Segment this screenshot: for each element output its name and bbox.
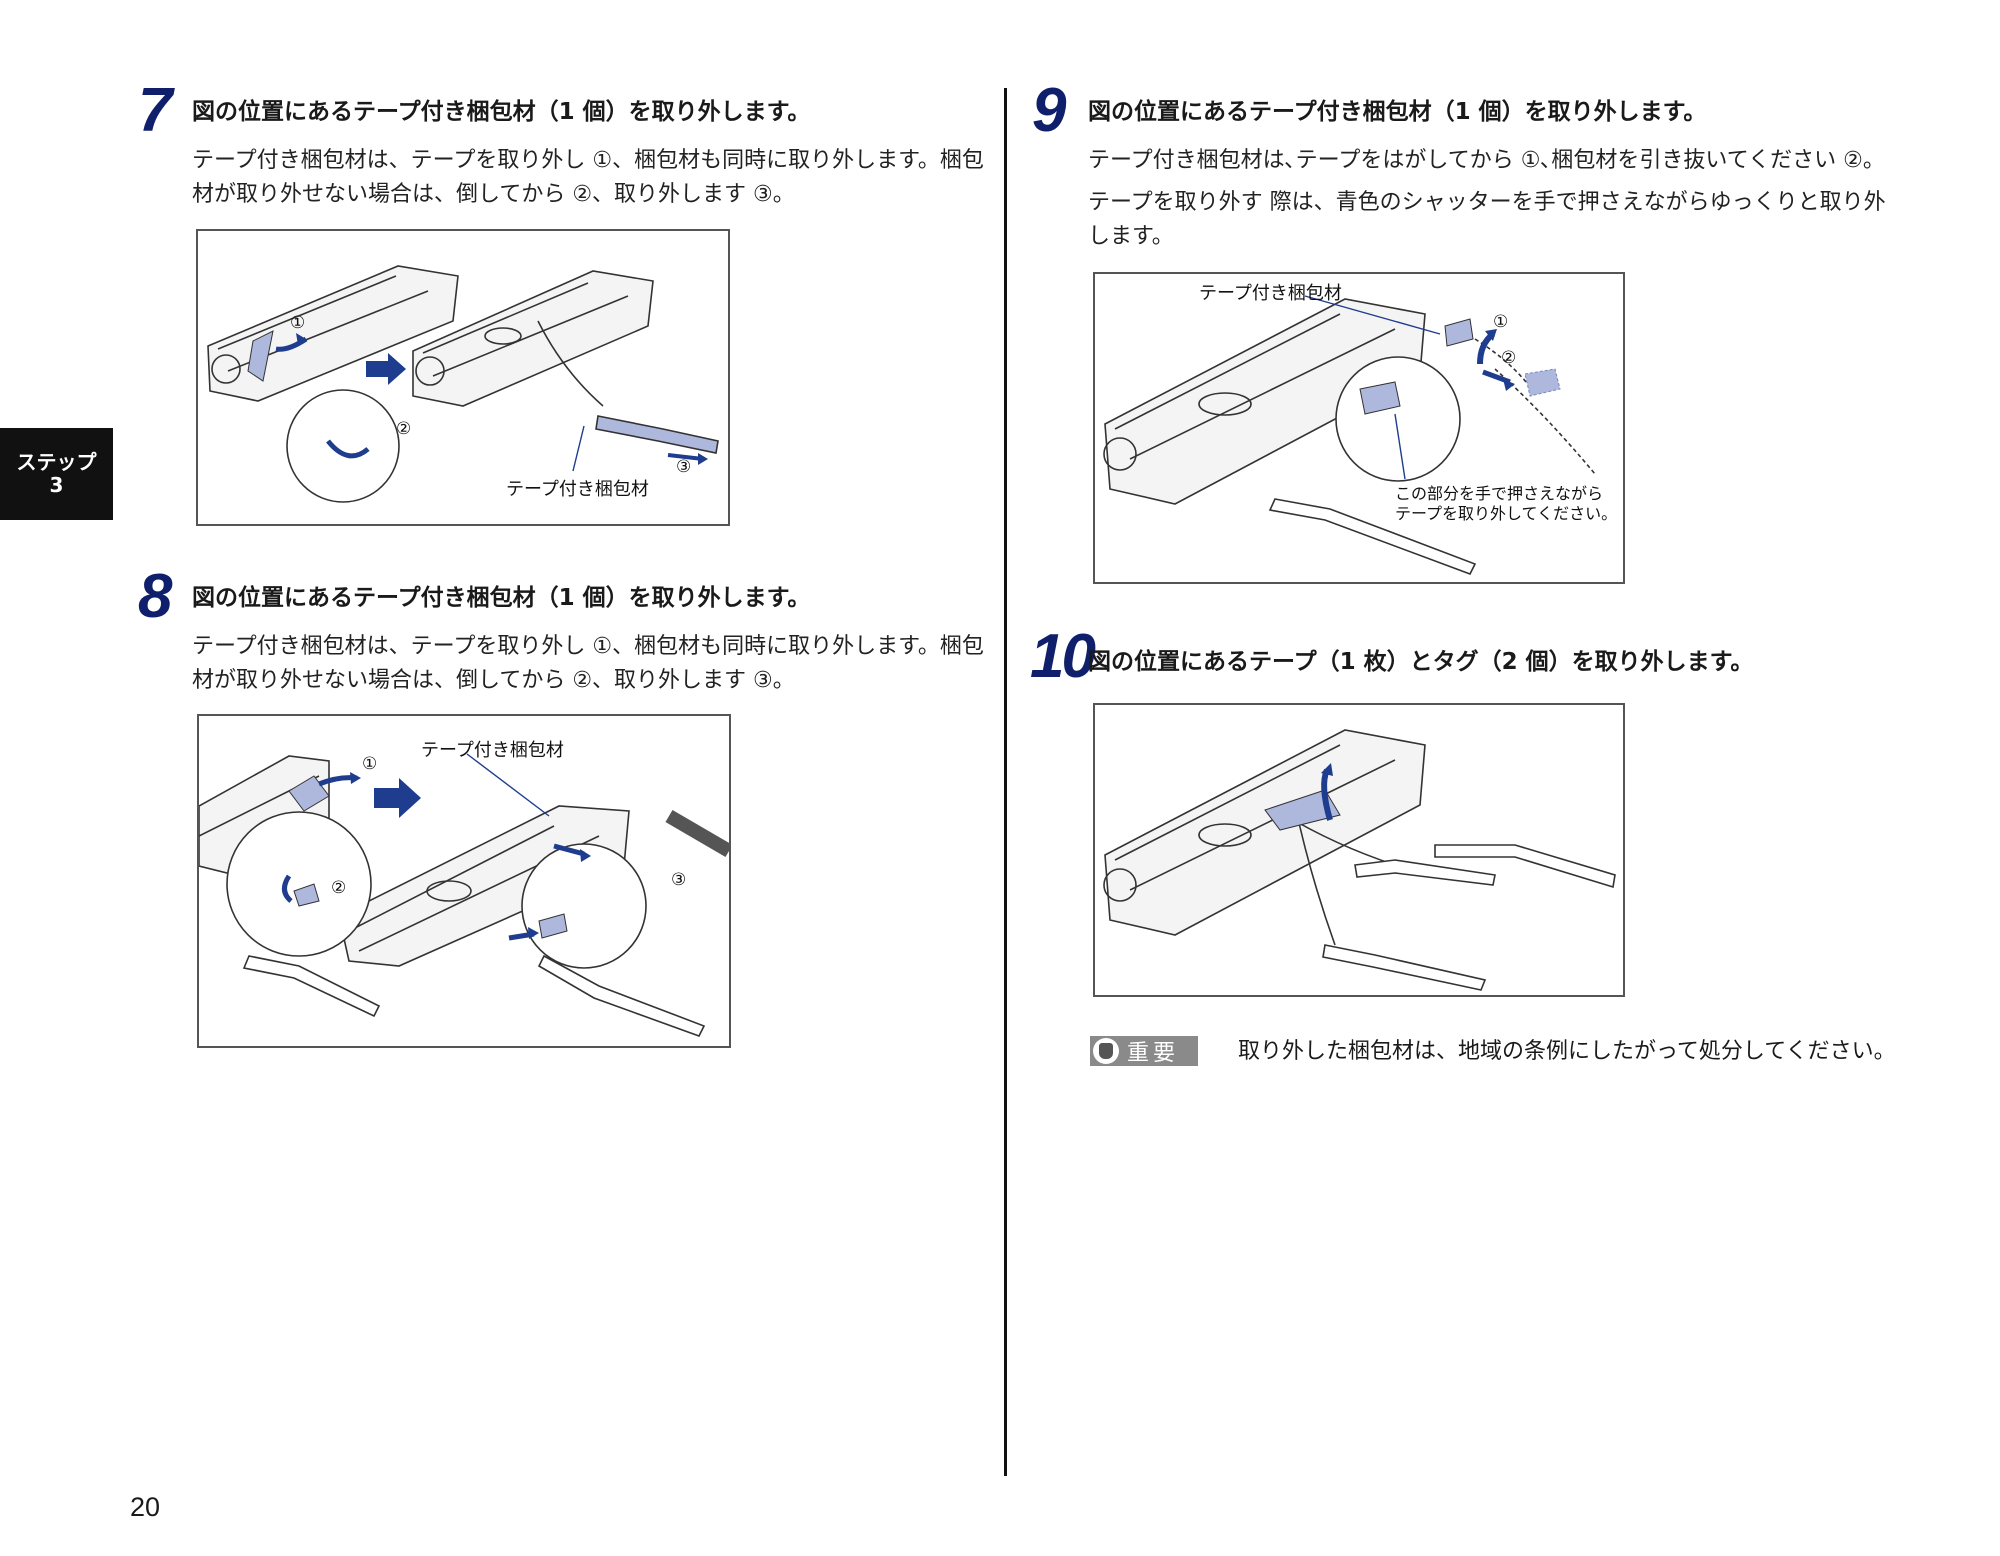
step-title: 図の位置にあるテープ付き梱包材（1 個）を取り外します。 — [1088, 99, 1707, 125]
side-tab-number: 3 — [49, 473, 64, 497]
page-number: 20 — [130, 1492, 161, 1522]
important-badge: 重要 — [1090, 1036, 1198, 1066]
callout-3: ③ — [676, 457, 692, 476]
step-title: 図の位置にあるテープ付き梱包材（1 個）を取り外します。 — [192, 99, 811, 125]
callout-1: ① — [362, 754, 378, 773]
callout-2: ② — [396, 419, 412, 438]
figure-step8: ① ② ③ テープ付き梱包材 — [197, 714, 731, 1048]
important-label: 重要 — [1127, 1041, 1180, 1066]
step-number: 7 — [138, 76, 173, 145]
step-title: 図の位置にあるテープ（1 枚）とタグ（2 個）を取り外します。 — [1088, 649, 1754, 675]
illustration-toner-cartridge — [207, 265, 719, 503]
step-description: テープ付き梱包材は、テープを取り外し ①、梱包材も同時に取り外します。梱包材が取… — [192, 634, 984, 693]
figure-step7: ① ② ③ テープ付き梱包材 — [196, 229, 730, 526]
figure-note-line2: テープを取り外してください。 — [1395, 504, 1618, 523]
step-description: テープ付き梱包材は、テープを取り外し ①、梱包材も同時に取り外します。梱包材が取… — [192, 148, 984, 207]
callout-1: ① — [290, 313, 306, 332]
figure-label: テープ付き梱包材 — [421, 740, 564, 761]
column-divider — [1004, 88, 1007, 1476]
hand-stop-icon — [1093, 1038, 1119, 1064]
step-title: 図の位置にあるテープ付き梱包材（1 個）を取り外します。 — [192, 585, 811, 611]
figure-label: テープ付き梱包材 — [506, 479, 649, 500]
callout-1: ① — [1493, 312, 1509, 331]
figure-step9: ① ② テープ付き梱包材 この部分を手で押さえながら テープを取り外してください… — [1093, 272, 1625, 584]
callout-2: ② — [1501, 348, 1517, 367]
step-number: 8 — [138, 562, 173, 631]
important-note-text: 取り外した梱包材は、地域の条例にしたがって処分してください。 — [1238, 1039, 1896, 1064]
figure-note-line1: この部分を手で押さえながら — [1395, 484, 1604, 503]
illustration-toner-cartridge — [1103, 729, 1616, 991]
step-number: 10 — [1030, 622, 1096, 691]
illustration-toner-cartridge — [199, 753, 729, 1037]
step-description: テープ付き梱包材は､テープをはがしてから ①､梱包材を引き抜いてください ②。 — [1088, 148, 1885, 173]
figure-step10 — [1093, 703, 1625, 997]
illustration-toner-cartridge — [1103, 295, 1596, 576]
step-description: テープを取り外す 際は、青色のシャッターを手で押さえながらゆっくりと取り外します… — [1088, 190, 1886, 249]
figure-label: テープ付き梱包材 — [1199, 283, 1342, 304]
step-number: 9 — [1032, 76, 1067, 145]
callout-2: ② — [331, 878, 347, 897]
side-tab-label: ステップ — [16, 450, 97, 474]
callout-3: ③ — [671, 870, 687, 889]
step-side-tab: ステップ 3 — [0, 428, 113, 520]
